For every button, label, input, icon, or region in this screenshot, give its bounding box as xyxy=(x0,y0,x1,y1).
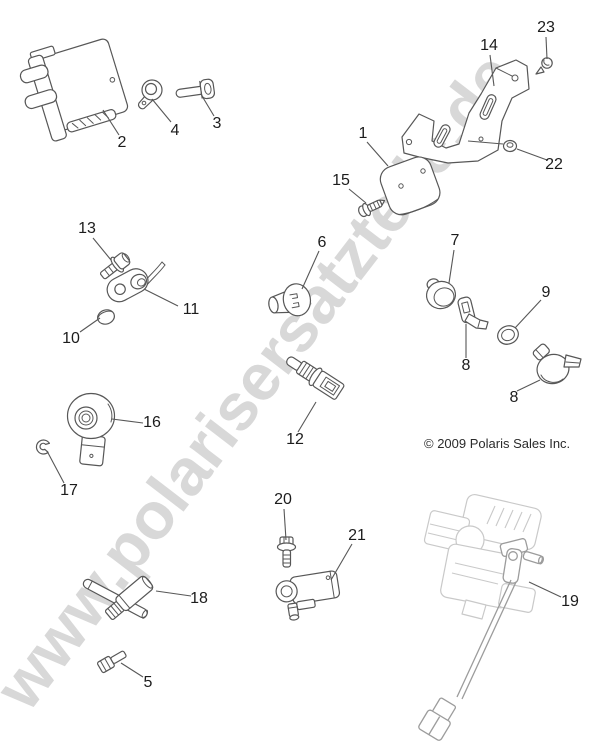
part-knock-sensor xyxy=(66,392,116,467)
callout-7: 7 xyxy=(450,232,460,249)
part-screw-15 xyxy=(358,199,386,218)
part-speed-sensor xyxy=(106,261,166,303)
callout-22: 22 xyxy=(545,156,563,173)
callout-15: 15 xyxy=(332,172,350,189)
leader-lines xyxy=(46,36,562,678)
callout-1: 1 xyxy=(358,125,368,142)
callout-6: 6 xyxy=(317,234,327,251)
part-screw-3 xyxy=(175,78,216,100)
callout-5: 5 xyxy=(143,674,153,691)
part-nut xyxy=(502,139,518,153)
part-flange-bolt-20 xyxy=(276,536,297,568)
callout-3: 3 xyxy=(212,115,222,132)
part-flange-bolt-13 xyxy=(99,252,131,280)
part-cable-clamp xyxy=(138,79,163,110)
callout-2: 2 xyxy=(117,134,127,151)
callout-21: 21 xyxy=(348,527,366,544)
part-map-sensor xyxy=(275,570,341,621)
callout-8-key: 8 xyxy=(461,357,471,374)
callout-13: 13 xyxy=(78,220,96,237)
callout-17: 17 xyxy=(60,482,78,499)
callout-9: 9 xyxy=(541,284,551,301)
callout-14: 14 xyxy=(480,37,498,54)
part-engine-control-module xyxy=(19,38,129,142)
callout-19: 19 xyxy=(561,593,579,610)
part-sensor-8 xyxy=(532,343,582,385)
part-crankshaft-sensor xyxy=(82,575,154,620)
part-pressure-switch xyxy=(268,283,312,317)
part-e-clip xyxy=(35,439,51,455)
callout-10: 10 xyxy=(62,330,80,347)
callout-12: 12 xyxy=(286,431,304,448)
callout-23: 23 xyxy=(537,19,555,36)
part-sensor-7 xyxy=(425,278,457,310)
callout-11: 11 xyxy=(182,301,200,318)
part-throttle-position-sensor xyxy=(418,538,545,741)
part-plug xyxy=(97,309,115,325)
part-screw-23 xyxy=(535,57,553,75)
part-grommet xyxy=(497,325,519,345)
copyright-notice: © 2009 Polaris Sales Inc. xyxy=(424,436,571,451)
part-sensor-bracket xyxy=(401,59,530,164)
callout-18: 18 xyxy=(190,590,208,607)
callout-8-sensor: 8 xyxy=(509,389,519,406)
part-retainer-key xyxy=(457,296,489,330)
part-bolt-5 xyxy=(97,650,127,674)
part-mounting-plate xyxy=(379,156,441,216)
callout-20: 20 xyxy=(274,491,292,508)
callout-16: 16 xyxy=(143,414,161,431)
throttle-body-ghost xyxy=(423,493,542,620)
part-temperature-sensor xyxy=(286,356,345,400)
callout-4: 4 xyxy=(170,122,180,139)
